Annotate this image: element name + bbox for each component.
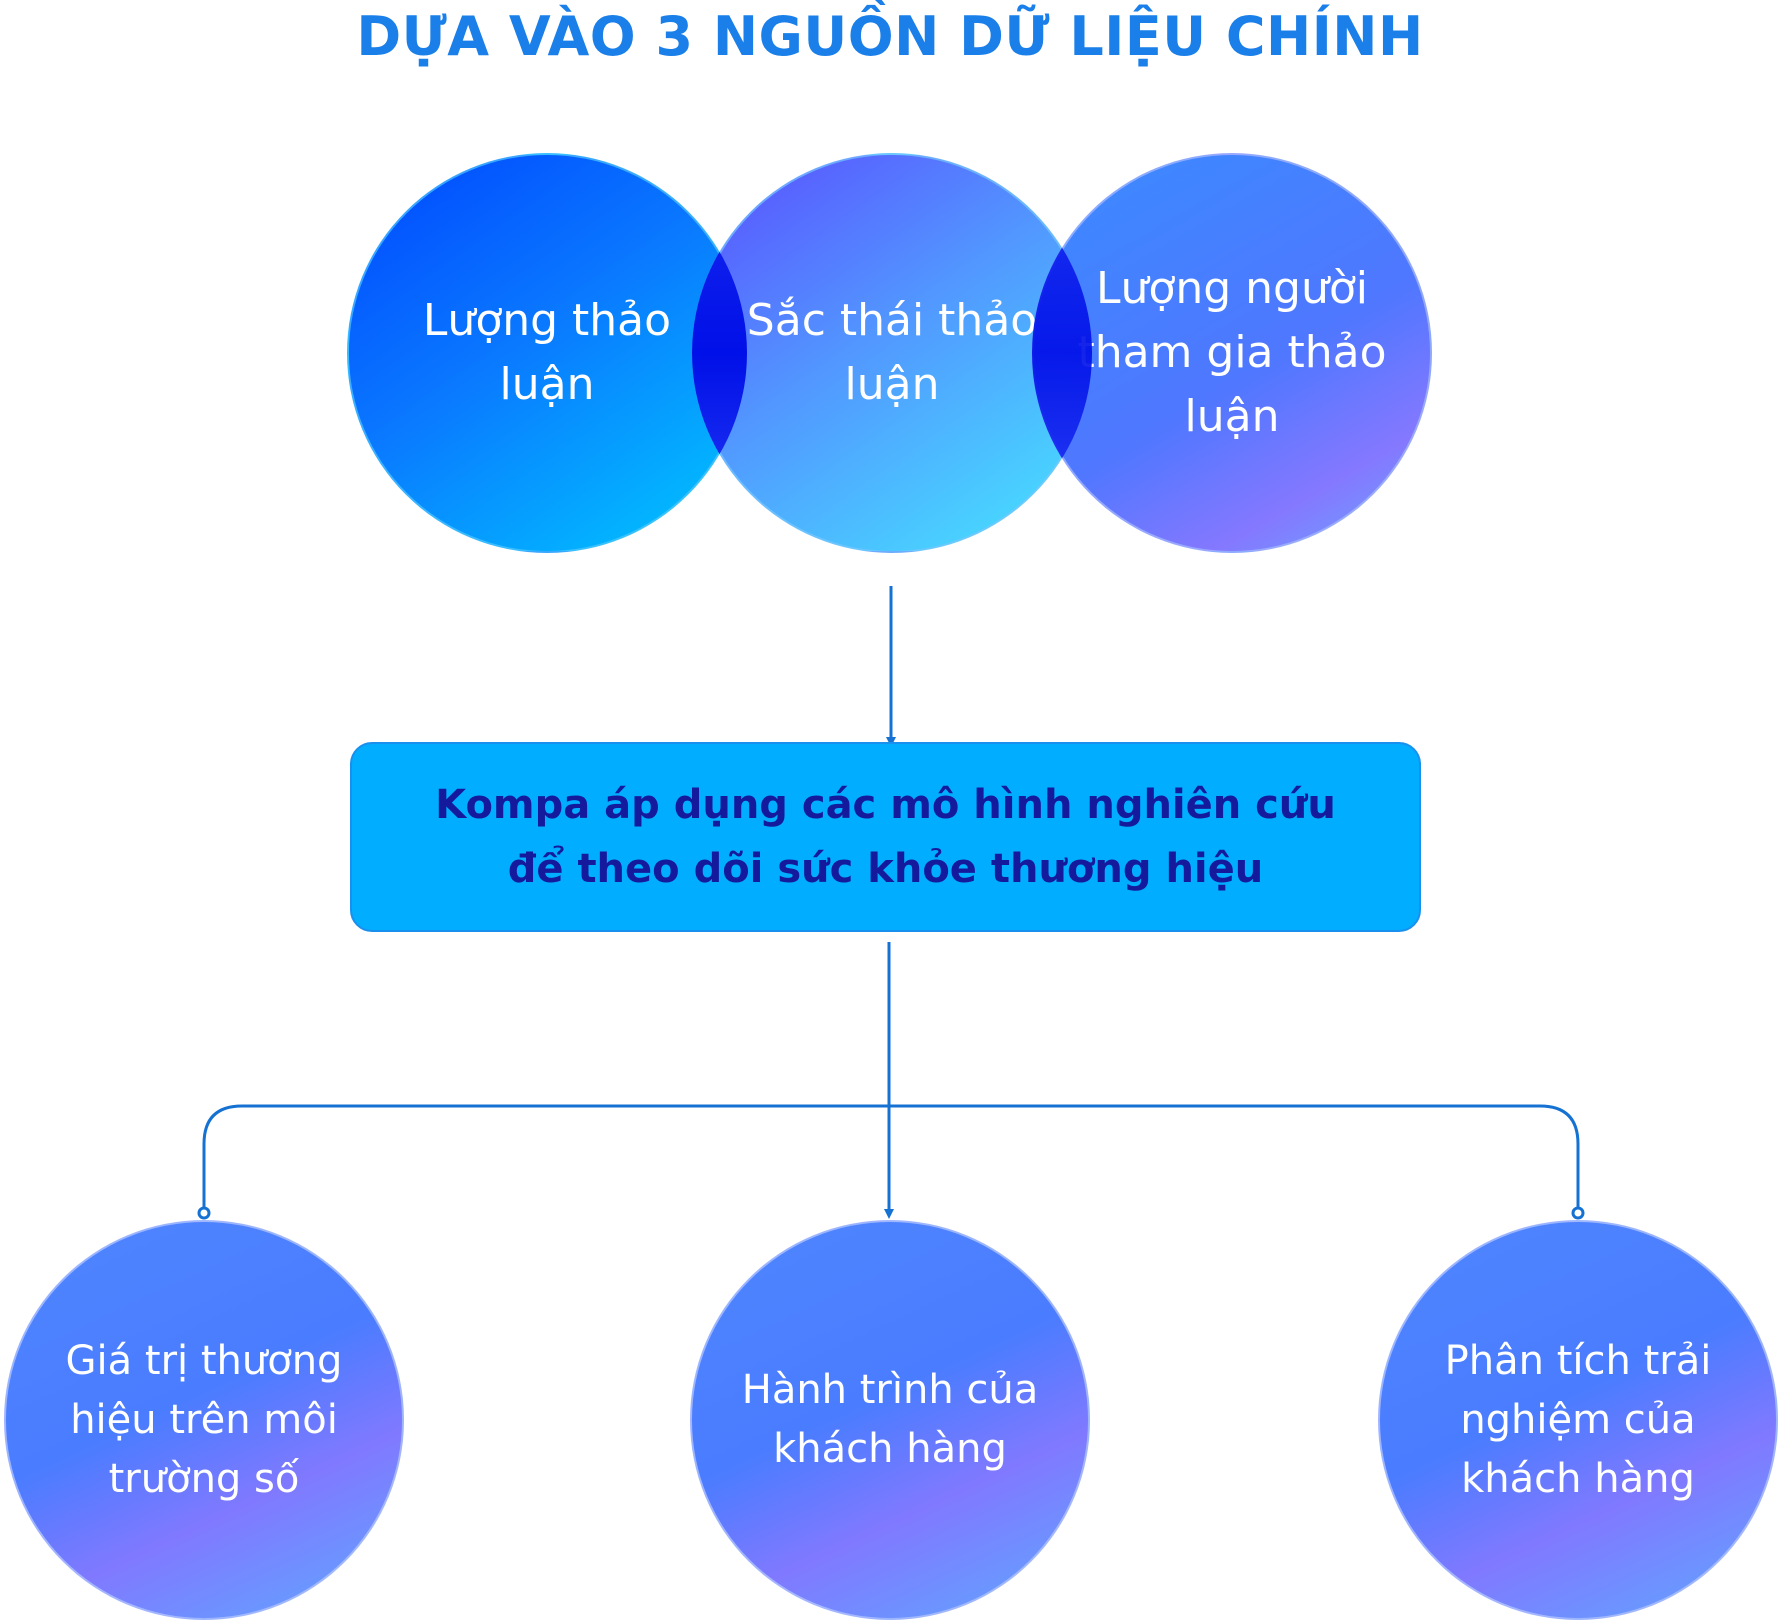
output-circle-brand-value: Giá trị thương hiệu trên môi trường số bbox=[4, 1220, 404, 1620]
method-box-text: Kompa áp dụng các mô hình nghiên cứu để … bbox=[435, 782, 1336, 892]
source-circle-discussion-sentiment: Sắc thái thảo luận bbox=[692, 153, 1092, 553]
connector-endpoint-right bbox=[1571, 1206, 1585, 1220]
output-label: Phân tích trải nghiệm của khách hàng bbox=[1444, 1337, 1712, 1502]
source-circle-discussion-volume: Lượng thảo luận bbox=[347, 153, 747, 553]
method-box: Kompa áp dụng các mô hình nghiên cứu để … bbox=[350, 742, 1421, 932]
diagram-title: DỰA VÀO 3 NGUỒN DỮ LIỆU CHÍNH bbox=[356, 5, 1424, 68]
source-label: Sắc thái thảo luận bbox=[746, 295, 1038, 410]
output-circle-customer-experience: Phân tích trải nghiệm của khách hàng bbox=[1378, 1220, 1778, 1620]
connector-endpoint-left bbox=[197, 1206, 211, 1220]
source-label: Lượng thảo luận bbox=[422, 295, 672, 410]
output-label: Giá trị thương hiệu trên môi trường số bbox=[65, 1337, 343, 1502]
output-circle-customer-journey: Hành trình của khách hàng bbox=[690, 1220, 1090, 1620]
connector-branch bbox=[202, 1104, 1580, 1212]
source-circle-participants: Lượng người tham gia thảo luận bbox=[1032, 153, 1432, 553]
output-label: Hành trình của khách hàng bbox=[741, 1367, 1039, 1472]
source-label: Lượng người tham gia thảo luận bbox=[1077, 263, 1387, 442]
